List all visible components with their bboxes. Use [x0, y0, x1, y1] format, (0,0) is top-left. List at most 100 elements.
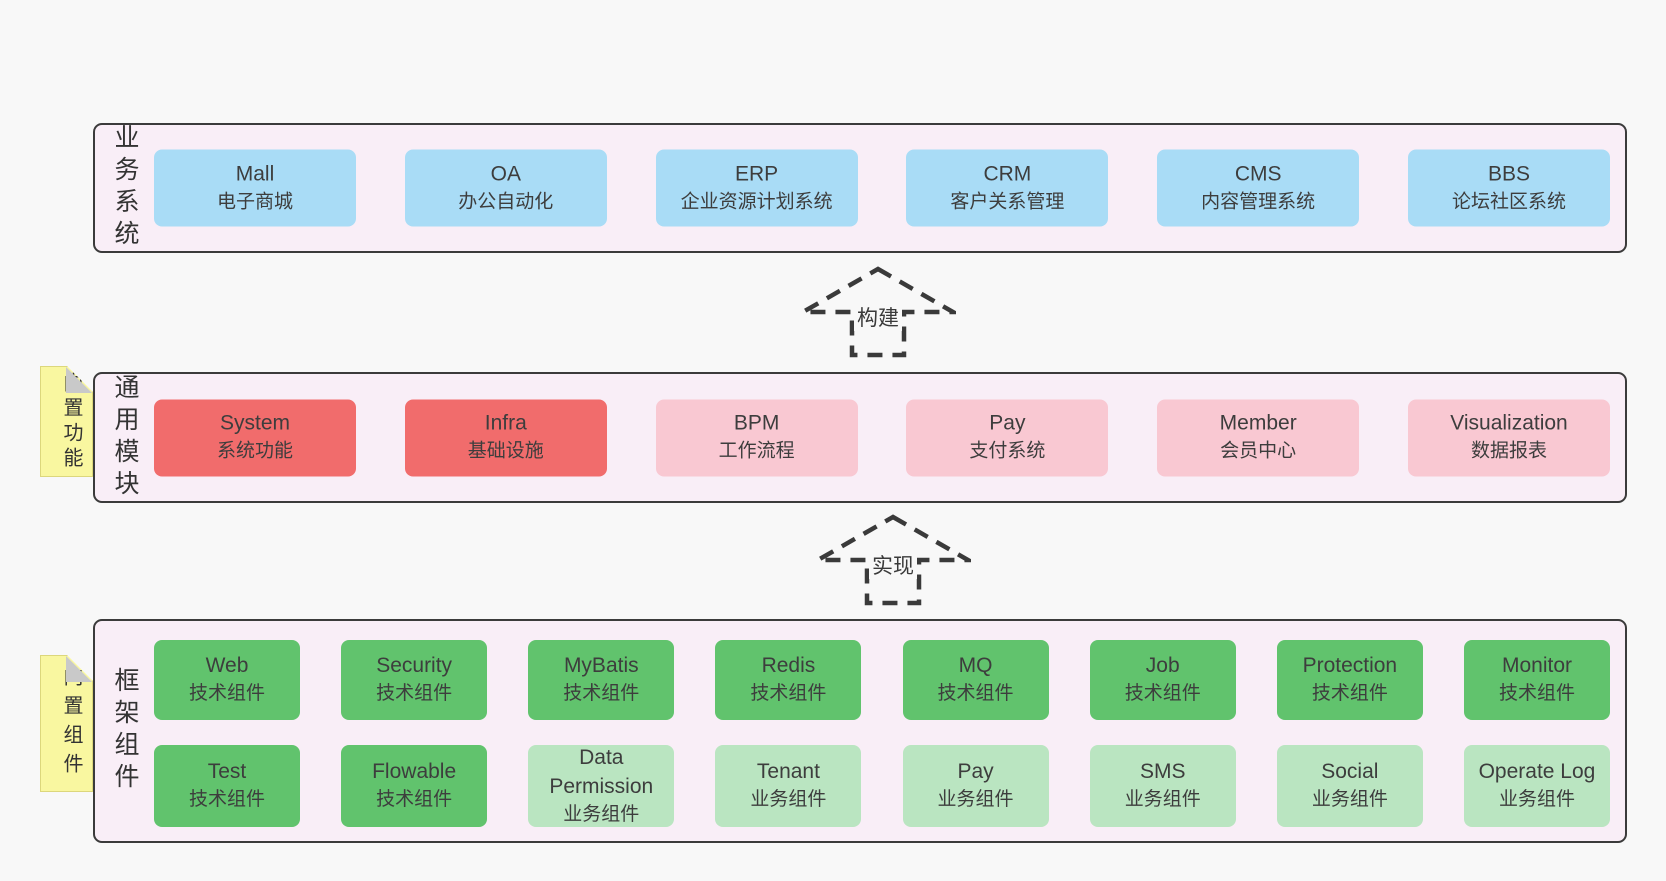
box-title: Tenant [756, 760, 820, 784]
box-web: Web 技术组件 [154, 640, 300, 720]
box-pay: Pay 支付系统 [906, 399, 1109, 476]
sticky-note-built-in-components: 内置组件 [40, 655, 93, 792]
band-framework-components-label: 框架组件 [111, 667, 139, 795]
box-visualization: Visualization 数据报表 [1407, 399, 1610, 476]
business-systems-boxes: Mall 电子商城 OA 办公自动化 ERP 企业资源计划系统 CRM 客户关系… [154, 149, 1610, 227]
box-sms: SMS 业务组件 [1089, 745, 1236, 827]
box-title: Job [1145, 654, 1180, 678]
dashed-up-arrow-implement [815, 514, 971, 606]
arrow-implement-label: 实现 [869, 554, 917, 580]
box-erp: ERP 企业资源计划系统 [655, 149, 858, 227]
box-subtitle: 工作流程 [718, 440, 795, 462]
box-bbs: BBS 论坛社区系统 [1407, 149, 1610, 227]
box-title: Data Permission [549, 745, 654, 798]
box-subtitle: 数据报表 [1470, 440, 1547, 462]
up-arrow-outline [815, 514, 971, 606]
box-subtitle: 技术组件 [750, 683, 827, 705]
box-title: Protection [1302, 654, 1398, 678]
box-mq: MQ 技术组件 [902, 640, 1049, 720]
box-subtitle: 业务组件 [937, 789, 1014, 811]
box-title: Web [205, 654, 249, 678]
box-data-permission: Data Permission 业务组件 [528, 745, 675, 827]
box-security: Security 技术组件 [341, 640, 488, 720]
box-subtitle: 企业资源计划系统 [680, 191, 833, 213]
box-oa: OA 办公自动化 [404, 149, 607, 227]
sticky-note-label: 内置组件 [60, 665, 82, 782]
box-title: System [219, 411, 290, 435]
box-subtitle: 技术组件 [1311, 683, 1388, 705]
box-pay-biz: Pay 业务组件 [902, 745, 1049, 827]
box-monitor: Monitor 技术组件 [1463, 640, 1610, 720]
box-title: CMS [1234, 162, 1282, 186]
box-tenant: Tenant 业务组件 [715, 745, 862, 827]
box-operate-log: Operate Log 业务组件 [1463, 745, 1610, 827]
box-subtitle: 电子商城 [216, 191, 293, 213]
box-crm: CRM 客户关系管理 [906, 149, 1109, 227]
box-bpm: BPM 工作流程 [655, 399, 858, 476]
box-system: System 系统功能 [154, 399, 356, 476]
box-title: Infra [484, 411, 527, 435]
box-title: Operate Log [1478, 760, 1596, 784]
box-title: Social [1321, 760, 1379, 784]
box-subtitle: 技术组件 [188, 683, 265, 705]
sticky-note-built-in-features: 内置功能 [40, 366, 93, 477]
arrow-build-label: 构建 [854, 306, 902, 332]
box-subtitle: 论坛社区系统 [1451, 191, 1566, 213]
box-subtitle: 业务组件 [750, 789, 827, 811]
box-protection: Protection 技术组件 [1276, 640, 1423, 720]
dashed-up-arrow-build [800, 266, 956, 358]
box-member: Member 会员中心 [1157, 399, 1360, 476]
box-title: Test [207, 760, 247, 784]
box-mybatis: MyBatis 技术组件 [528, 640, 675, 720]
box-subtitle: 技术组件 [188, 789, 265, 811]
box-subtitle: 办公自动化 [458, 191, 554, 213]
box-cms: CMS 内容管理系统 [1157, 149, 1360, 227]
box-title: Mall [235, 162, 275, 186]
box-subtitle: 技术组件 [376, 789, 453, 811]
box-job: Job 技术组件 [1089, 640, 1236, 720]
box-subtitle: 技术组件 [1124, 683, 1201, 705]
band-business-systems: 业务系统 Mall 电子商城 OA 办公自动化 ERP 企业资源计划系统 CRM… [93, 123, 1627, 253]
box-title: Flowable [372, 760, 457, 784]
box-subtitle: 技术组件 [1498, 683, 1575, 705]
box-title: Member [1219, 411, 1297, 435]
box-subtitle: 技术组件 [563, 683, 640, 705]
framework-components-rows: Web 技术组件 Security 技术组件 MyBatis 技术组件 Redi… [154, 640, 1610, 852]
folded-corner-icon [66, 656, 92, 682]
box-title: Redis [761, 654, 816, 678]
box-title: BBS [1487, 162, 1530, 186]
box-infra: Infra 基础设施 [404, 399, 607, 476]
box-subtitle: 业务组件 [1498, 789, 1575, 811]
box-title: Visualization [1450, 411, 1568, 435]
box-test: Test 技术组件 [154, 745, 300, 827]
box-title: CRM [983, 162, 1032, 186]
box-title: MQ [958, 654, 993, 678]
box-title: BPM [733, 411, 780, 435]
sticky-note-label: 内置功能 [60, 371, 82, 472]
framework-row-tech: Web 技术组件 Security 技术组件 MyBatis 技术组件 Redi… [154, 640, 1610, 720]
box-subtitle: 技术组件 [937, 683, 1014, 705]
box-title: Security [376, 654, 453, 678]
up-arrow-outline [800, 266, 956, 358]
box-subtitle: 系统功能 [216, 440, 293, 462]
box-title: MyBatis [563, 654, 639, 678]
band-business-systems-label: 业务系统 [111, 124, 139, 252]
band-common-modules: 通用模块 System 系统功能 Infra 基础设施 BPM 工作流程 Pay… [93, 372, 1627, 503]
box-mall: Mall 电子商城 [154, 149, 356, 227]
band-framework-components: 框架组件 Web 技术组件 Security 技术组件 MyBatis 技术组件… [93, 619, 1627, 843]
box-social: Social 业务组件 [1276, 745, 1423, 827]
box-subtitle: 基础设施 [467, 440, 544, 462]
common-modules-boxes: System 系统功能 Infra 基础设施 BPM 工作流程 Pay 支付系统… [154, 399, 1610, 476]
box-title: Monitor [1501, 654, 1572, 678]
band-common-modules-label: 通用模块 [111, 373, 139, 502]
box-title: Pay [989, 411, 1026, 435]
box-subtitle: 业务组件 [1124, 789, 1201, 811]
box-flowable: Flowable 技术组件 [341, 745, 488, 827]
box-subtitle: 会员中心 [1220, 440, 1297, 462]
box-subtitle: 技术组件 [376, 683, 453, 705]
box-title: Pay [957, 760, 994, 784]
box-subtitle: 业务组件 [563, 803, 640, 825]
box-title: ERP [735, 162, 779, 186]
box-subtitle: 客户关系管理 [950, 191, 1065, 213]
